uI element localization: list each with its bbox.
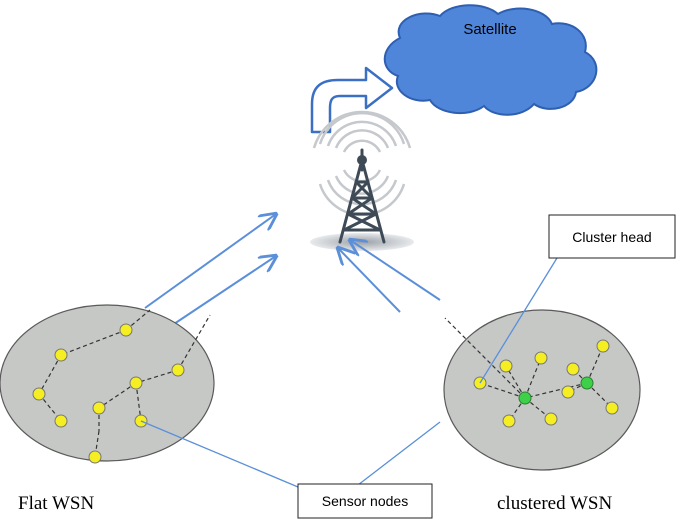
clustered-uplink-arrow-2 <box>350 240 441 301</box>
uplink-arrows <box>144 214 441 331</box>
sensor-node <box>32 387 46 401</box>
sensor-nodes-label: Sensor nodes <box>322 493 408 509</box>
sensor-node <box>596 339 610 353</box>
cluster-head-label: Cluster head <box>572 229 651 245</box>
flat-wsn-nodes <box>32 323 185 464</box>
sensor-node <box>534 351 548 365</box>
sensor-node <box>54 348 68 362</box>
sensor-node <box>54 414 68 428</box>
flat-uplink-arrow-1 <box>144 214 276 309</box>
clustered-wsn-caption: clustered WSN <box>497 493 612 514</box>
callout-lines <box>140 257 558 488</box>
upload-arrow-icon <box>310 66 394 134</box>
cluster-head-node <box>580 376 594 390</box>
communication-tower-icon <box>310 110 414 251</box>
sensor-node <box>129 376 143 390</box>
satellite-cloud: Satellite <box>383 4 598 116</box>
sensor-callout-right <box>357 421 441 486</box>
cluster-head-nodes <box>518 376 594 405</box>
cluster-head-callout-box: Cluster head <box>548 214 676 259</box>
flat-uplink-arrow-2 <box>164 256 276 331</box>
sensor-node <box>499 359 513 373</box>
flat-wsn-area <box>0 304 215 462</box>
clustered-uplink-arrow-1 <box>338 248 401 313</box>
sensor-node <box>561 385 575 399</box>
sensor-node <box>92 401 106 415</box>
sensor-node <box>605 401 619 415</box>
satellite-label: Satellite <box>463 21 516 38</box>
cluster-head-callout <box>479 257 558 384</box>
sensor-node <box>544 412 558 426</box>
sensor-node <box>119 323 133 337</box>
clustered-wsn-nodes <box>473 339 619 428</box>
sensor-nodes-callout-box: Sensor nodes <box>297 483 433 519</box>
flat-wsn-caption: Flat WSN <box>18 493 94 514</box>
clustered-wsn-area <box>443 309 641 471</box>
flat-wsn-group <box>0 304 215 464</box>
cluster-head-node <box>518 391 532 405</box>
sensor-node <box>502 414 516 428</box>
sensor-node <box>88 450 102 464</box>
sensor-node <box>566 362 580 376</box>
sensor-node <box>171 363 185 377</box>
clustered-wsn-group <box>443 309 641 471</box>
sensor-callout-left <box>140 420 299 488</box>
